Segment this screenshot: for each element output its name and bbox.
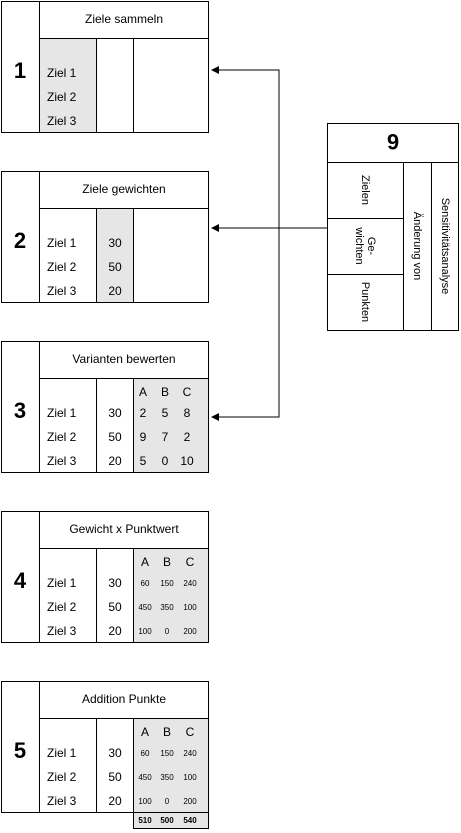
step-2-weight-1: 30 <box>108 236 122 250</box>
step-3-variant-b: B <box>160 385 169 399</box>
step-5-sum-a: 510 <box>138 816 152 825</box>
step-5-product: 450 <box>138 773 152 782</box>
step-4-number: 4 <box>13 568 27 593</box>
step-2-goal-2: Ziel 2 <box>47 260 77 274</box>
step-3-number: 3 <box>13 398 27 423</box>
step-5-goal-1: Ziel 1 <box>47 746 77 760</box>
step-3-score: 9 <box>139 430 147 444</box>
step-3-score: 5 <box>161 406 169 420</box>
step-5-product-area <box>134 719 208 812</box>
step-4-goal-2: Ziel 2 <box>47 600 77 614</box>
step-2-weight-column <box>97 209 133 302</box>
step-4-product: 0 <box>164 627 170 636</box>
step-3-score: 7 <box>161 430 169 444</box>
step-3-score: 2 <box>139 406 147 420</box>
step-1-goal-1: Ziel 1 <box>47 66 77 80</box>
step-5-product: 350 <box>160 773 174 782</box>
step-4-variant-b: B <box>162 555 171 569</box>
step-4-goal-1: Ziel 1 <box>47 576 77 590</box>
step-2-title: Ziele gewichten <box>82 182 166 196</box>
step-4-variant-c: C <box>185 555 195 569</box>
step-4-title: Gewicht x Punktwert <box>69 522 179 536</box>
step-4-product-area <box>134 549 208 642</box>
step-1-number: 1 <box>13 58 27 83</box>
step-5-product: 200 <box>183 797 197 806</box>
arrow-to-step-1 <box>211 66 280 228</box>
step-3-score: 10 <box>180 454 194 468</box>
step-6-box <box>327 123 459 331</box>
step-1-box <box>1 1 209 133</box>
step-5-weight-1: 30 <box>108 746 122 760</box>
step-5-sum-row <box>133 812 209 829</box>
step-5-product: 0 <box>164 797 170 806</box>
step-3-weight-1: 30 <box>108 406 122 420</box>
step-1-goal-column <box>40 39 96 132</box>
step-4-product: 60 <box>140 579 150 588</box>
step-4-weight-2: 50 <box>108 600 122 614</box>
step-3-score: 8 <box>183 406 191 420</box>
step-3-score: 0 <box>161 454 169 468</box>
step-4-weight-1: 30 <box>108 576 122 590</box>
step-1-title: Ziele sammeln <box>84 12 164 26</box>
step-5-goal-3: Ziel 3 <box>47 794 77 808</box>
step-5-product: 100 <box>183 773 197 782</box>
step-5-variant-a: A <box>140 725 149 739</box>
step-3-weight-2: 50 <box>108 430 122 444</box>
step-4-product: 150 <box>160 579 174 588</box>
step-5-sum-c: 540 <box>183 816 197 825</box>
step-5-product: 100 <box>138 797 152 806</box>
step-5-weight-2: 50 <box>108 770 122 784</box>
step-3-variant-c: C <box>182 385 192 399</box>
step-5-product: 240 <box>183 749 197 758</box>
step-1-goal-2: Ziel 2 <box>47 90 77 104</box>
step-2-weight-2: 50 <box>108 260 122 274</box>
step-3-goal-2: Ziel 2 <box>47 430 77 444</box>
step-4-product: 100 <box>183 603 197 612</box>
step-5-sum-b: 500 <box>160 816 174 825</box>
step-5-product: 60 <box>140 749 150 758</box>
step-2-weight-3: 20 <box>108 284 122 298</box>
step-4-product: 100 <box>138 627 152 636</box>
step-5-goal-2: Ziel 2 <box>47 770 77 784</box>
step-4-product: 450 <box>138 603 152 612</box>
step-3-goal-1: Ziel 1 <box>47 406 77 420</box>
step-4-product: 200 <box>183 627 197 636</box>
step-1-goal-3: Ziel 3 <box>47 114 77 128</box>
step-2-goal-3: Ziel 3 <box>47 284 77 298</box>
step-5-title: Addition Punkte <box>81 692 167 706</box>
step-2-number: 2 <box>13 228 27 253</box>
step-4-product: 350 <box>160 603 174 612</box>
step-5-variant-c: C <box>185 725 195 739</box>
step-4-variant-a: A <box>140 555 149 569</box>
arrow-to-step-3 <box>211 228 280 421</box>
step-5-product: 150 <box>160 749 174 758</box>
step-4-goal-3: Ziel 3 <box>47 624 77 638</box>
step-3-score-area <box>134 379 208 472</box>
step-3-score: 5 <box>139 454 147 468</box>
step-4-product: 240 <box>183 579 197 588</box>
step-3-variant-a: A <box>138 385 147 399</box>
step-5-variant-b: B <box>162 725 171 739</box>
step-3-goal-3: Ziel 3 <box>47 454 77 468</box>
step-3-score: 2 <box>183 430 191 444</box>
step-5-number: 5 <box>13 738 27 763</box>
step-3-weight-3: 20 <box>108 454 122 468</box>
step-2-goal-1: Ziel 1 <box>47 236 77 250</box>
step-5-weight-3: 20 <box>108 794 122 808</box>
step-3-title: Varianten bewerten <box>72 352 176 366</box>
step-4-weight-3: 20 <box>108 624 122 638</box>
